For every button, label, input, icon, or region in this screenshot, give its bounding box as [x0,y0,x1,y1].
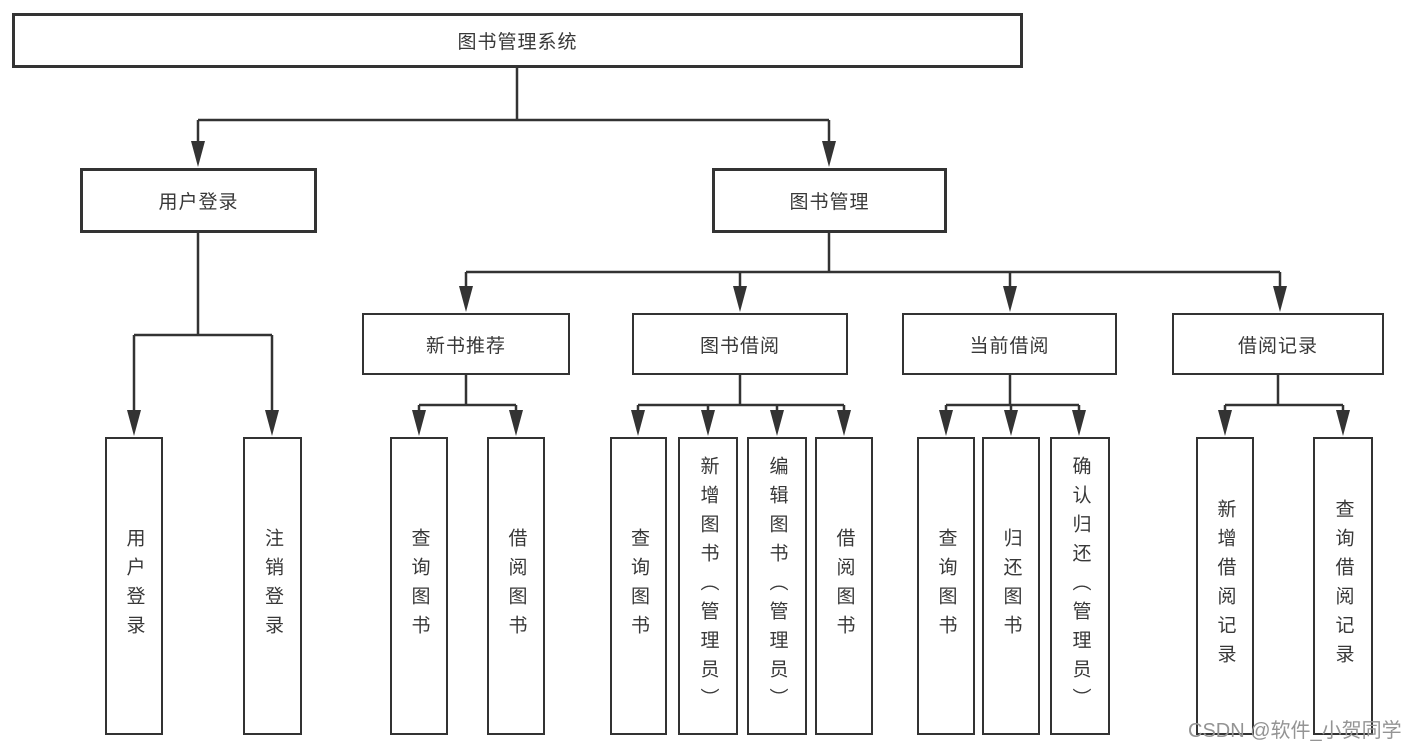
node-new-book-recommend-label: 新书推荐 [425,335,506,357]
node-book-borrowing-label: 图书借阅 [699,335,780,357]
leaf-query-borrow-record-label: 查询借阅记录 [1332,499,1354,673]
leaf-return-books-label: 归还图书 [1000,528,1022,644]
connector-root-level2 [196,68,831,150]
arrow-down-icon [837,410,851,436]
leaf-edit-books-admin-label: 编辑图书（管理员） [766,455,788,717]
node-root-label: 图书管理系统 [457,32,578,53]
arrow-down-icon [1336,410,1350,436]
leaf-query-books-1-label: 查询图书 [408,528,430,644]
node-book-management-label: 图书管理 [789,192,870,213]
leaf-query-books-3-label: 查询图书 [935,528,957,644]
leaf-query-books-2-label: 查询图书 [628,528,649,644]
leaf-user-login: 用户登录 [105,437,163,735]
arrow-down-icon [459,286,473,312]
leaf-query-books-1: 查询图书 [390,437,448,735]
connector-borrowrecords-leaves [1223,375,1345,418]
arrow-down-icon [1003,286,1017,312]
arrow-down-icon [1072,410,1086,436]
leaf-add-borrow-record-label: 新增借阅记录 [1214,499,1236,673]
leaf-borrow-books-2-label: 借阅图书 [833,528,855,644]
arrow-down-icon [191,141,205,167]
leaf-edit-books-admin: 编辑图书（管理员） [747,437,807,735]
arrow-down-icon [939,410,953,436]
leaf-query-books-2: 查询图书 [610,437,667,735]
arrow-down-icon [733,286,747,312]
arrow-down-icon [412,410,426,436]
connector-newbookrec-leaves [417,375,518,418]
arrow-down-icon [1273,286,1287,312]
connector-userlogin-leaves [132,233,274,418]
arrow-down-icon [631,410,645,436]
leaf-confirm-return-admin-label: 确认归还（管理员） [1069,455,1091,717]
node-current-borrowing: 当前借阅 [902,313,1117,375]
arrow-down-icon [770,410,784,436]
leaf-confirm-return-admin: 确认归还（管理员） [1050,437,1110,735]
watermark: CSDN @软件_小贺同学 [1188,720,1402,742]
leaf-logout-label: 注销登录 [262,528,283,644]
node-root: 图书管理系统 [12,13,1023,68]
leaf-add-books-admin-label: 新增图书（管理员） [697,455,719,717]
node-user-login: 用户登录 [80,168,317,233]
arrow-down-icon [265,410,279,436]
leaf-query-borrow-record: 查询借阅记录 [1313,437,1373,735]
node-book-borrowing: 图书借阅 [632,313,848,375]
leaf-add-books-admin: 新增图书（管理员） [678,437,738,735]
node-user-login-label: 用户登录 [158,192,239,213]
arrow-down-icon [1004,410,1018,436]
arrow-down-icon [701,410,715,436]
connector-bookmgmt-level3 [464,233,1282,294]
arrow-down-icon [509,410,523,436]
node-borrowing-records-label: 借阅记录 [1237,335,1318,357]
leaf-borrow-books-1-label: 借阅图书 [505,528,527,644]
leaf-query-books-3: 查询图书 [917,437,975,735]
node-book-management: 图书管理 [712,168,947,233]
leaf-borrow-books-2: 借阅图书 [815,437,873,735]
node-new-book-recommend: 新书推荐 [362,313,570,375]
leaf-return-books: 归还图书 [982,437,1040,735]
leaf-borrow-books-1: 借阅图书 [487,437,545,735]
arrow-down-icon [822,141,836,167]
leaf-add-borrow-record: 新增借阅记录 [1196,437,1254,735]
leaf-logout: 注销登录 [243,437,302,735]
arrow-down-icon [1218,410,1232,436]
node-current-borrowing-label: 当前借阅 [969,335,1050,357]
node-borrowing-records: 借阅记录 [1172,313,1384,375]
connector-bookborrow-leaves [636,375,846,418]
leaf-user-login-label: 用户登录 [123,528,145,644]
arrow-down-icon [127,410,141,436]
